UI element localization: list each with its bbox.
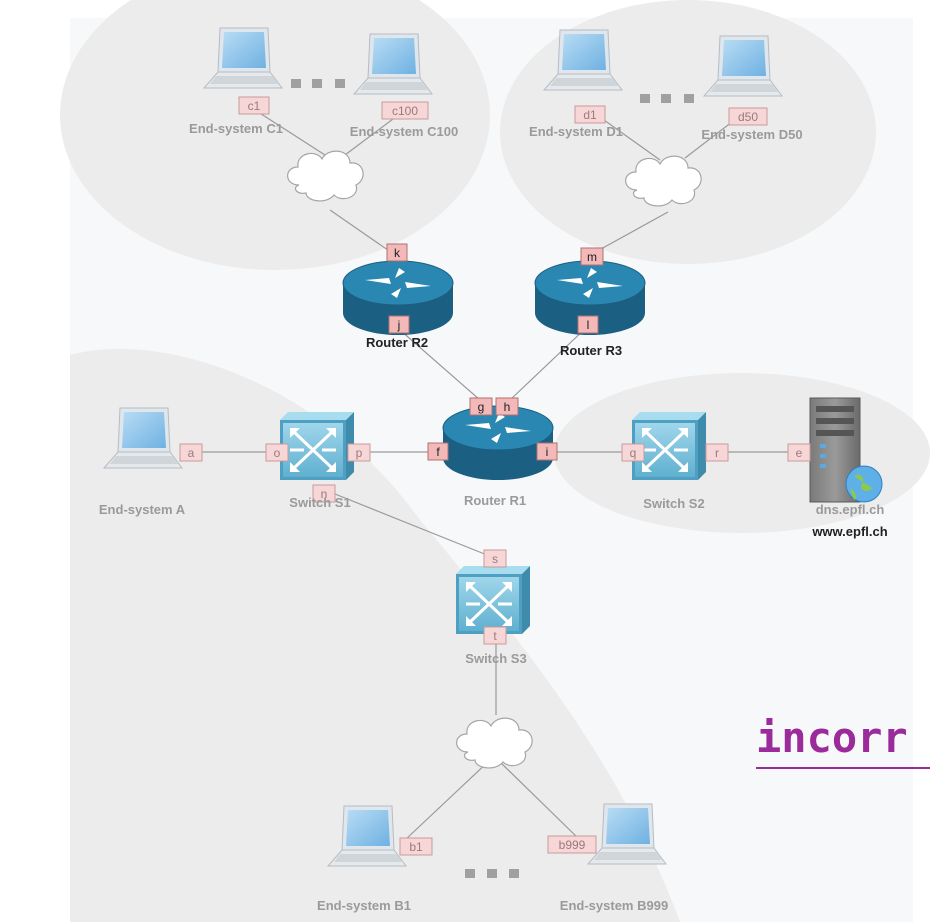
port-b1: b1: [399, 837, 433, 856]
port-a: a: [179, 443, 203, 462]
port-o: o: [265, 443, 289, 462]
svg-text:d1: d1: [583, 108, 597, 122]
svg-text:s: s: [492, 552, 498, 566]
svg-text:j: j: [397, 318, 401, 332]
svg-text:k: k: [394, 246, 401, 260]
port-i: i: [536, 442, 558, 461]
incorrect-stamp: incorr: [756, 713, 908, 762]
svg-text:q: q: [630, 446, 637, 460]
svg-text:c100: c100: [392, 104, 418, 118]
ellipsis-c: [291, 79, 345, 88]
label-d50: End-system D50: [701, 127, 802, 142]
label-switch-s1: Switch S1: [289, 495, 350, 510]
label-c100: End-system C100: [350, 124, 458, 139]
port-c1: c1: [238, 96, 270, 115]
svg-text:i: i: [546, 445, 549, 459]
port-m: m: [580, 247, 604, 266]
label-router-r1: Router R1: [464, 493, 526, 508]
label-d1: End-system D1: [529, 124, 623, 139]
switch-s3: [454, 564, 532, 636]
port-s: s: [483, 549, 507, 568]
svg-text:g: g: [478, 400, 485, 414]
port-j: j: [388, 315, 410, 334]
port-n: n: [312, 484, 336, 503]
label-router-r2: Router R2: [366, 335, 428, 350]
label-switch-s3: Switch S3: [465, 651, 526, 666]
label-b1: End-system B1: [317, 898, 411, 913]
port-d50: d50: [728, 107, 768, 126]
ellipsis-d: [640, 94, 694, 103]
port-f: f: [427, 442, 449, 461]
switch-s1: [278, 410, 356, 482]
port-q-s2: q: [621, 443, 645, 462]
label-a: End-system A: [99, 502, 186, 517]
port-c100: c100: [381, 101, 429, 120]
port-d1: d1: [574, 105, 606, 124]
svg-text:o: o: [274, 446, 281, 460]
svg-text:l: l: [587, 318, 590, 332]
label-switch-s2: Switch S2: [643, 496, 704, 511]
svg-text:h: h: [504, 400, 511, 414]
port-h: h: [495, 397, 519, 416]
label-server-dns: dns.epfl.ch: [816, 502, 885, 517]
svg-text:t: t: [493, 629, 497, 643]
server-icon: [809, 397, 883, 503]
svg-text:b1: b1: [409, 840, 423, 854]
svg-text:c1: c1: [248, 99, 261, 113]
svg-text:e: e: [796, 446, 803, 460]
port-l: l: [577, 315, 599, 334]
label-b999: End-system B999: [560, 898, 668, 913]
svg-text:p: p: [356, 446, 363, 460]
svg-text:r: r: [715, 446, 719, 460]
svg-text:b999: b999: [559, 838, 586, 852]
label-c1: End-system C1: [189, 121, 283, 136]
port-p: p: [347, 443, 371, 462]
zone-b: [70, 348, 680, 922]
port-r: r: [705, 443, 729, 462]
port-t: t: [483, 626, 507, 645]
port-b999: b999: [547, 835, 597, 854]
svg-text:a: a: [188, 446, 195, 460]
svg-text:d50: d50: [738, 110, 758, 124]
port-k: k: [386, 243, 408, 262]
svg-text:n: n: [321, 487, 328, 501]
svg-text:m: m: [587, 250, 597, 264]
label-server-www: www.epfl.ch: [811, 524, 887, 539]
label-router-r3: Router R3: [560, 343, 622, 358]
ellipsis-b: [465, 869, 519, 878]
port-g: g: [469, 397, 493, 416]
svg-text:f: f: [436, 445, 440, 459]
port-e: e: [787, 443, 811, 462]
